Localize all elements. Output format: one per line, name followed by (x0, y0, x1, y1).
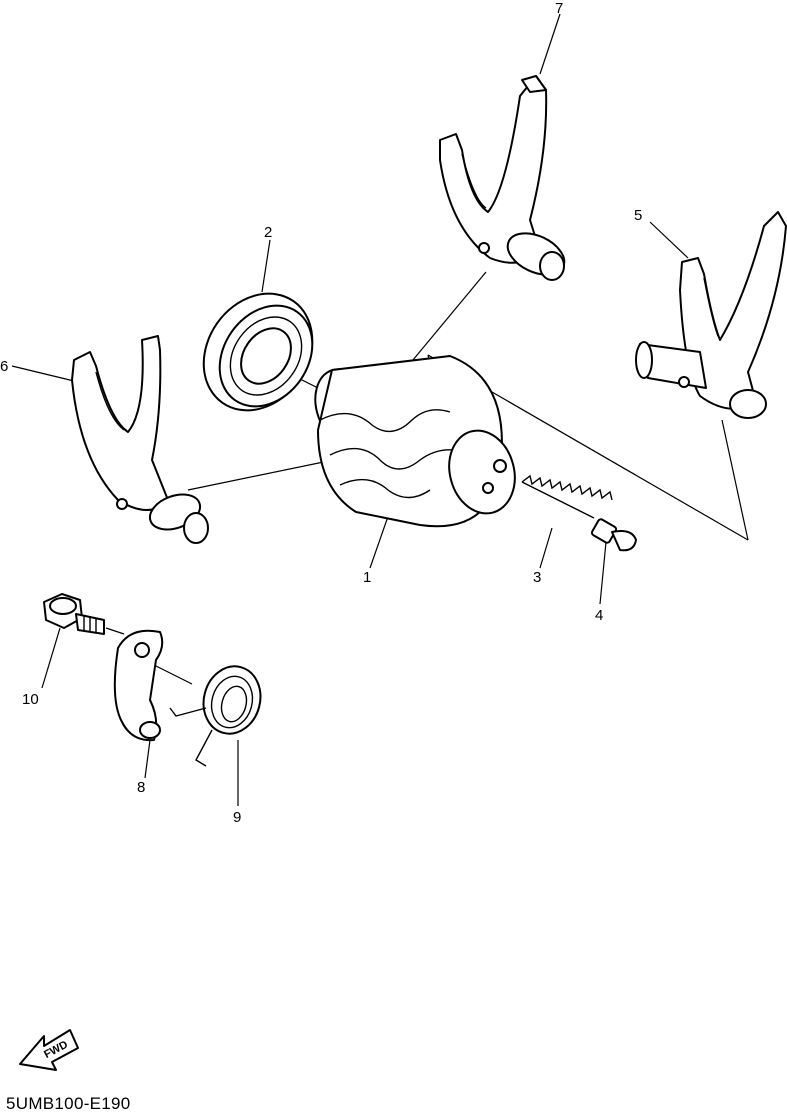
callout-1: 1 (363, 569, 371, 586)
callout-8: 8 (137, 779, 145, 796)
detent-pin-part-4 (590, 518, 637, 552)
callout-labels: 1 2 3 4 5 6 7 8 9 10 (0, 0, 642, 826)
torsion-spring-part-9 (169, 665, 262, 767)
shift-drum-part-1 (314, 355, 516, 528)
diagram-code: 5UMB100-E190 (6, 1094, 131, 1113)
callout-2: 2 (264, 224, 272, 241)
shift-fork-part-6 (71, 335, 209, 544)
callout-6: 6 (0, 358, 8, 375)
callout-5: 5 (634, 207, 642, 224)
callout-7: 7 (555, 0, 563, 17)
shift-fork-part-7 (439, 75, 566, 281)
callout-10: 10 (22, 691, 39, 708)
shift-fork-part-5 (635, 211, 787, 419)
fwd-arrow-icon: FWD (19, 1029, 79, 1071)
shift-lever-part-8 (113, 629, 164, 742)
callout-9: 9 (233, 809, 241, 826)
callout-4: 4 (595, 607, 603, 624)
bearing-part-2 (202, 292, 314, 412)
bolt-part-10 (43, 593, 105, 635)
spring-part-3 (521, 474, 613, 519)
callout-3: 3 (533, 569, 541, 586)
leader-lines (11, 13, 749, 806)
